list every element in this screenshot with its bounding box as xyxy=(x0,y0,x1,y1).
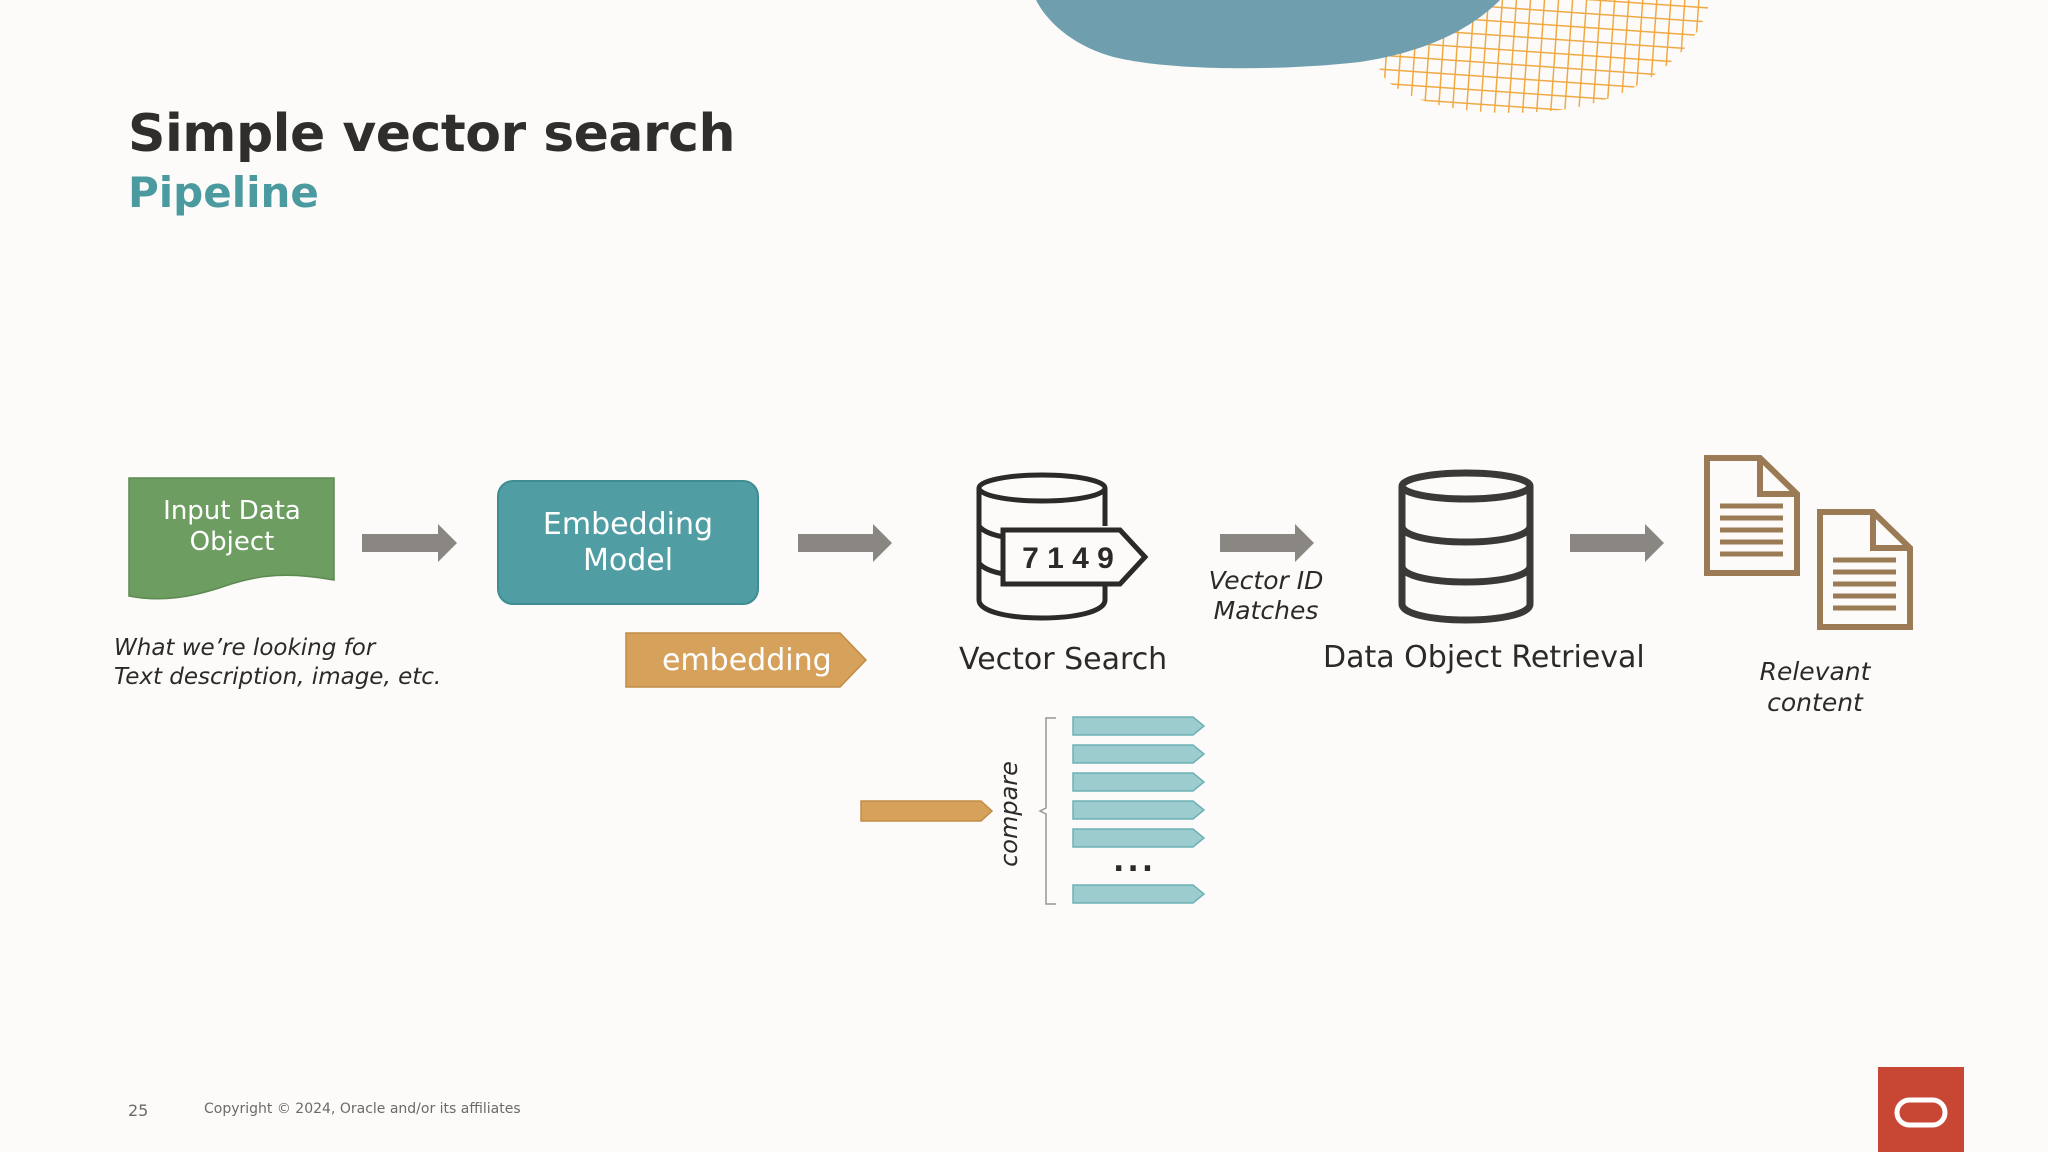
vector-list-ellipsis: ... xyxy=(1113,844,1157,879)
vector-search-database-icon xyxy=(976,472,1149,621)
vector-id-tag-icon xyxy=(1000,527,1149,587)
stored-vector xyxy=(1072,800,1206,820)
input-data-object-label: Input Data Object xyxy=(130,496,334,558)
oracle-logo xyxy=(1878,1067,1964,1152)
vector-search-label: Vector Search xyxy=(959,642,1168,677)
stored-vector xyxy=(1072,772,1206,792)
embedding-model-line2: Model xyxy=(582,542,674,578)
page-number: 25 xyxy=(128,1101,149,1120)
embedding-tag-label: embedding xyxy=(662,642,832,678)
arrow-search-to-retrieval xyxy=(1220,524,1314,562)
input-caption-line1: What we’re looking for xyxy=(114,635,376,661)
vector-tag-digits: 7 1 4 9 xyxy=(1022,542,1114,575)
input-label-line2: Object xyxy=(189,527,275,557)
relevant-document-icon xyxy=(1704,455,1800,576)
embedding-model-box: Embedding Model xyxy=(497,480,759,605)
compare-bracket xyxy=(1038,717,1056,905)
input-caption: What we’re looking for Text description,… xyxy=(114,634,441,692)
vector-id-matches-label: Vector ID Matches xyxy=(1196,566,1336,626)
vector-id-line2: Matches xyxy=(1213,596,1319,625)
relevant-line2: content xyxy=(1767,688,1863,717)
input-caption-line2: Text description, image, etc. xyxy=(114,664,442,690)
arrow-model-to-search xyxy=(798,524,892,562)
relevant-content-label: Relevant content xyxy=(1740,656,1890,718)
oracle-logo-icon xyxy=(1894,1097,1948,1128)
vector-id-line1: Vector ID xyxy=(1208,566,1324,595)
stored-vector xyxy=(1072,716,1206,736)
stored-vectors xyxy=(1072,716,1206,904)
decorative-blue-blob xyxy=(1036,0,1500,69)
embedding-tag-shape xyxy=(625,632,868,688)
slide-subtitle: Pipeline xyxy=(128,168,319,217)
stored-vector xyxy=(1072,828,1206,848)
stored-vector xyxy=(1072,744,1206,764)
data-object-retrieval-database-icon xyxy=(1398,469,1534,624)
compare-label: compare xyxy=(995,761,1023,867)
embedding-model-line1: Embedding xyxy=(542,506,714,542)
input-data-object-shape xyxy=(128,477,335,600)
slide-title: Simple vector search xyxy=(128,104,736,164)
arrow-retrieval-to-content xyxy=(1570,524,1664,562)
relevant-document-icon-second xyxy=(1817,509,1913,630)
query-embedding-vector xyxy=(860,800,994,822)
input-label-line1: Input Data xyxy=(163,496,301,526)
stored-vector xyxy=(1072,884,1206,904)
relevant-line1: Relevant xyxy=(1759,657,1871,686)
arrow-input-to-model xyxy=(362,524,457,562)
data-object-retrieval-label: Data Object Retrieval xyxy=(1323,640,1645,675)
copyright-text: Copyright © 2024, Oracle and/or its affi… xyxy=(204,1101,521,1117)
